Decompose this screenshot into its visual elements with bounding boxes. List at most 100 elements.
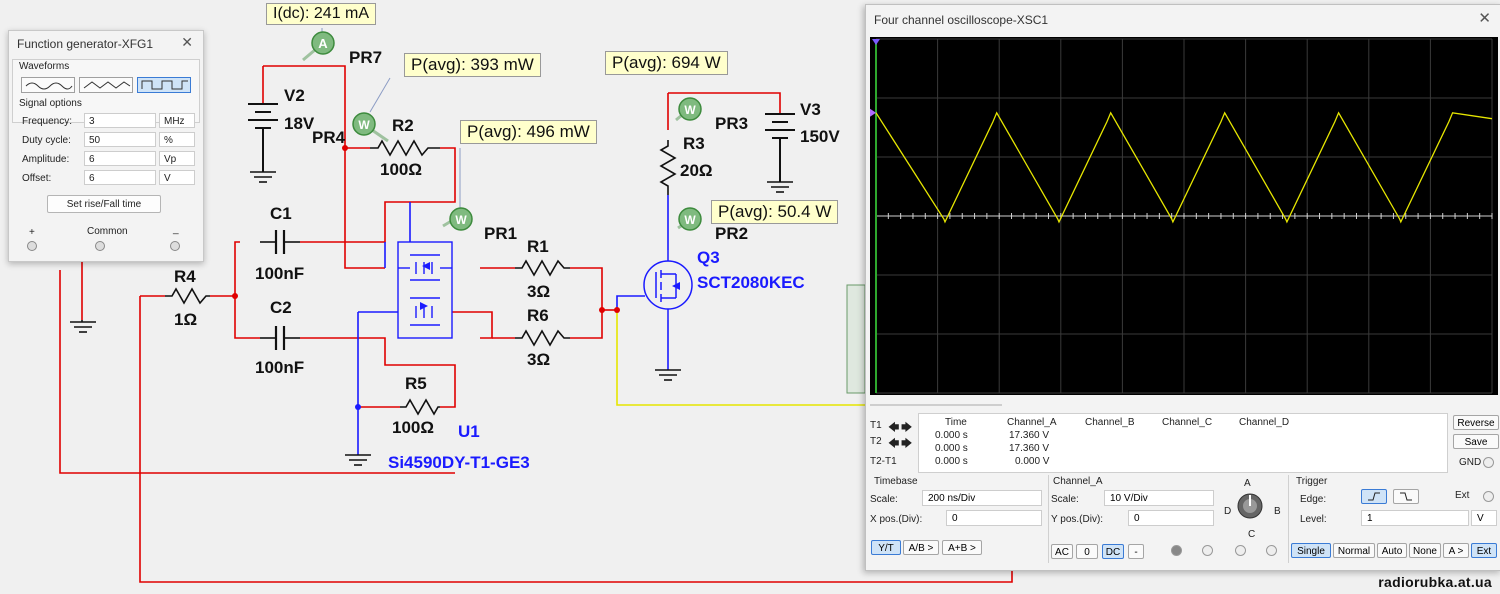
set-rise-fall-button[interactable]: Set rise/Fall time [47, 195, 161, 213]
dc-coupling-button[interactable]: DC [1102, 544, 1124, 559]
r5-label: R5 [405, 374, 427, 393]
close-icon[interactable]: ✕ [1478, 10, 1491, 27]
cursor-strip[interactable] [866, 401, 1500, 409]
rising-edge-icon [1368, 492, 1380, 501]
ac-coupling-button[interactable]: AC [1051, 544, 1073, 559]
channel-a-marker [870, 108, 876, 117]
oscilloscope-screen[interactable] [870, 37, 1498, 395]
r4-value: 1Ω [174, 310, 198, 329]
offset-label: Offset: [22, 173, 52, 184]
wattmeter-icon: W W W W [352, 97, 702, 231]
channel-d-terminal[interactable] [1266, 545, 1277, 556]
common-terminal[interactable] [95, 241, 105, 251]
q3-label: Q3 [697, 248, 720, 267]
zero-coupling-button[interactable]: 0 [1076, 544, 1098, 559]
x-pos-field[interactable]: 0 [946, 510, 1042, 526]
measurement-table: Time Channel_A Channel_B Channel_C Chann… [918, 413, 1448, 473]
square-wave-button[interactable] [137, 77, 191, 93]
auto-button[interactable]: Auto [1377, 543, 1407, 558]
common-label: Common [87, 226, 128, 237]
amplitude-field[interactable]: 6 [84, 151, 156, 166]
a-trigger-button[interactable]: A > [1443, 543, 1469, 558]
edge-label: Edge: [1300, 494, 1327, 505]
v2-label: V2 [284, 86, 305, 105]
knob-label-d: D [1224, 506, 1232, 517]
col-channel-c: Channel_C [1162, 417, 1213, 428]
save-button[interactable]: Save [1453, 434, 1499, 449]
v2-value: 18V [284, 114, 315, 133]
r4-label: R4 [174, 267, 196, 286]
duty-cycle-unit[interactable]: % [159, 132, 195, 147]
level-field[interactable]: 1 [1361, 510, 1469, 526]
r6-label: R6 [527, 306, 549, 325]
sine-wave-button[interactable] [21, 77, 75, 93]
t1-right-arrow[interactable]: 🡆 [901, 422, 913, 434]
gnd-label: GND [1459, 457, 1482, 468]
rising-edge-button[interactable] [1361, 489, 1387, 504]
amplitude-unit[interactable]: Vp [159, 151, 195, 166]
y-pos-field[interactable]: 0 [1128, 510, 1214, 526]
r2-resistor [370, 139, 440, 157]
frequency-field[interactable]: 3 [84, 113, 156, 128]
v3-label: V3 [800, 100, 821, 119]
cell-channel-a: 17.360 V [1009, 430, 1050, 441]
normal-button[interactable]: Normal [1333, 543, 1375, 558]
falling-edge-button[interactable] [1393, 489, 1419, 504]
a-plus-b-button[interactable]: A+B > [942, 540, 982, 555]
ext-label: Ext [1455, 490, 1470, 501]
single-button[interactable]: Single [1291, 543, 1331, 558]
r5-value: 100Ω [392, 418, 434, 437]
scope-input-block [846, 284, 866, 394]
cell-channel-a: 0.000 V [1015, 456, 1050, 467]
ab-button[interactable]: A/B > [903, 540, 939, 555]
plus-label: + [29, 227, 35, 238]
t2-right-arrow[interactable]: 🡆 [901, 438, 913, 450]
duty-cycle-label: Duty cycle: [22, 135, 71, 146]
channel-a-terminal[interactable] [1171, 545, 1182, 556]
trigger-label: Trigger [1296, 476, 1328, 487]
channel-b-terminal[interactable] [1202, 545, 1213, 556]
falling-edge-icon [1400, 492, 1412, 501]
ammeter-icon: A [311, 31, 335, 55]
channel-c-terminal[interactable] [1235, 545, 1246, 556]
none-button[interactable]: None [1409, 543, 1441, 558]
wattmeter-glyph: W [358, 118, 370, 132]
square-wave-icon [141, 80, 188, 90]
ammeter-glyph: A [318, 36, 328, 51]
yt-button[interactable]: Y/T [871, 540, 901, 555]
wattmeter-glyph: W [684, 103, 696, 117]
t1-left-arrow[interactable]: 🡄 [888, 422, 900, 434]
col-channel-a: Channel_A [1007, 417, 1057, 428]
duty-cycle-field[interactable]: 50 [84, 132, 156, 147]
frequency-unit[interactable]: MHz [159, 113, 195, 128]
level-unit[interactable]: V [1471, 510, 1497, 526]
scope-plot [870, 38, 1493, 394]
x-pos-label: X pos.(Div): [870, 514, 923, 525]
t1-row-label: T1 [870, 420, 882, 431]
channel-scale-label: Scale: [1051, 494, 1079, 505]
offset-field[interactable]: 6 [84, 170, 156, 185]
channel-selector-knob-icon[interactable] [1236, 492, 1264, 520]
gnd-terminal[interactable] [1483, 457, 1494, 468]
wattmeter-glyph: W [455, 213, 467, 227]
minus-terminal[interactable] [170, 241, 180, 251]
col-time: Time [945, 417, 967, 428]
close-icon[interactable]: ✕ [181, 34, 193, 50]
c2-label: C2 [270, 298, 292, 317]
ext-trigger-button[interactable]: Ext [1471, 543, 1497, 558]
timebase-scale-label: Scale: [870, 494, 898, 505]
plus-terminal[interactable] [27, 241, 37, 251]
offset-unit[interactable]: V [159, 170, 195, 185]
ext-trigger-terminal[interactable] [1483, 491, 1494, 502]
invert-button[interactable]: - [1128, 544, 1144, 559]
channel-scale-field[interactable]: 10 V/Div [1104, 490, 1214, 506]
cell-channel-a: 17.360 V [1009, 443, 1050, 454]
timebase-scale-field[interactable]: 200 ns/Div [922, 490, 1042, 506]
t2-left-arrow[interactable]: 🡄 [888, 438, 900, 450]
triangle-wave-button[interactable] [79, 77, 133, 93]
r2-label: R2 [392, 116, 414, 135]
pr7-reading: I(dc): 241 mA [266, 3, 377, 25]
r1-label: R1 [527, 237, 549, 256]
reverse-button[interactable]: Reverse [1453, 415, 1499, 430]
q3-part: SCT2080KEC [697, 273, 805, 292]
